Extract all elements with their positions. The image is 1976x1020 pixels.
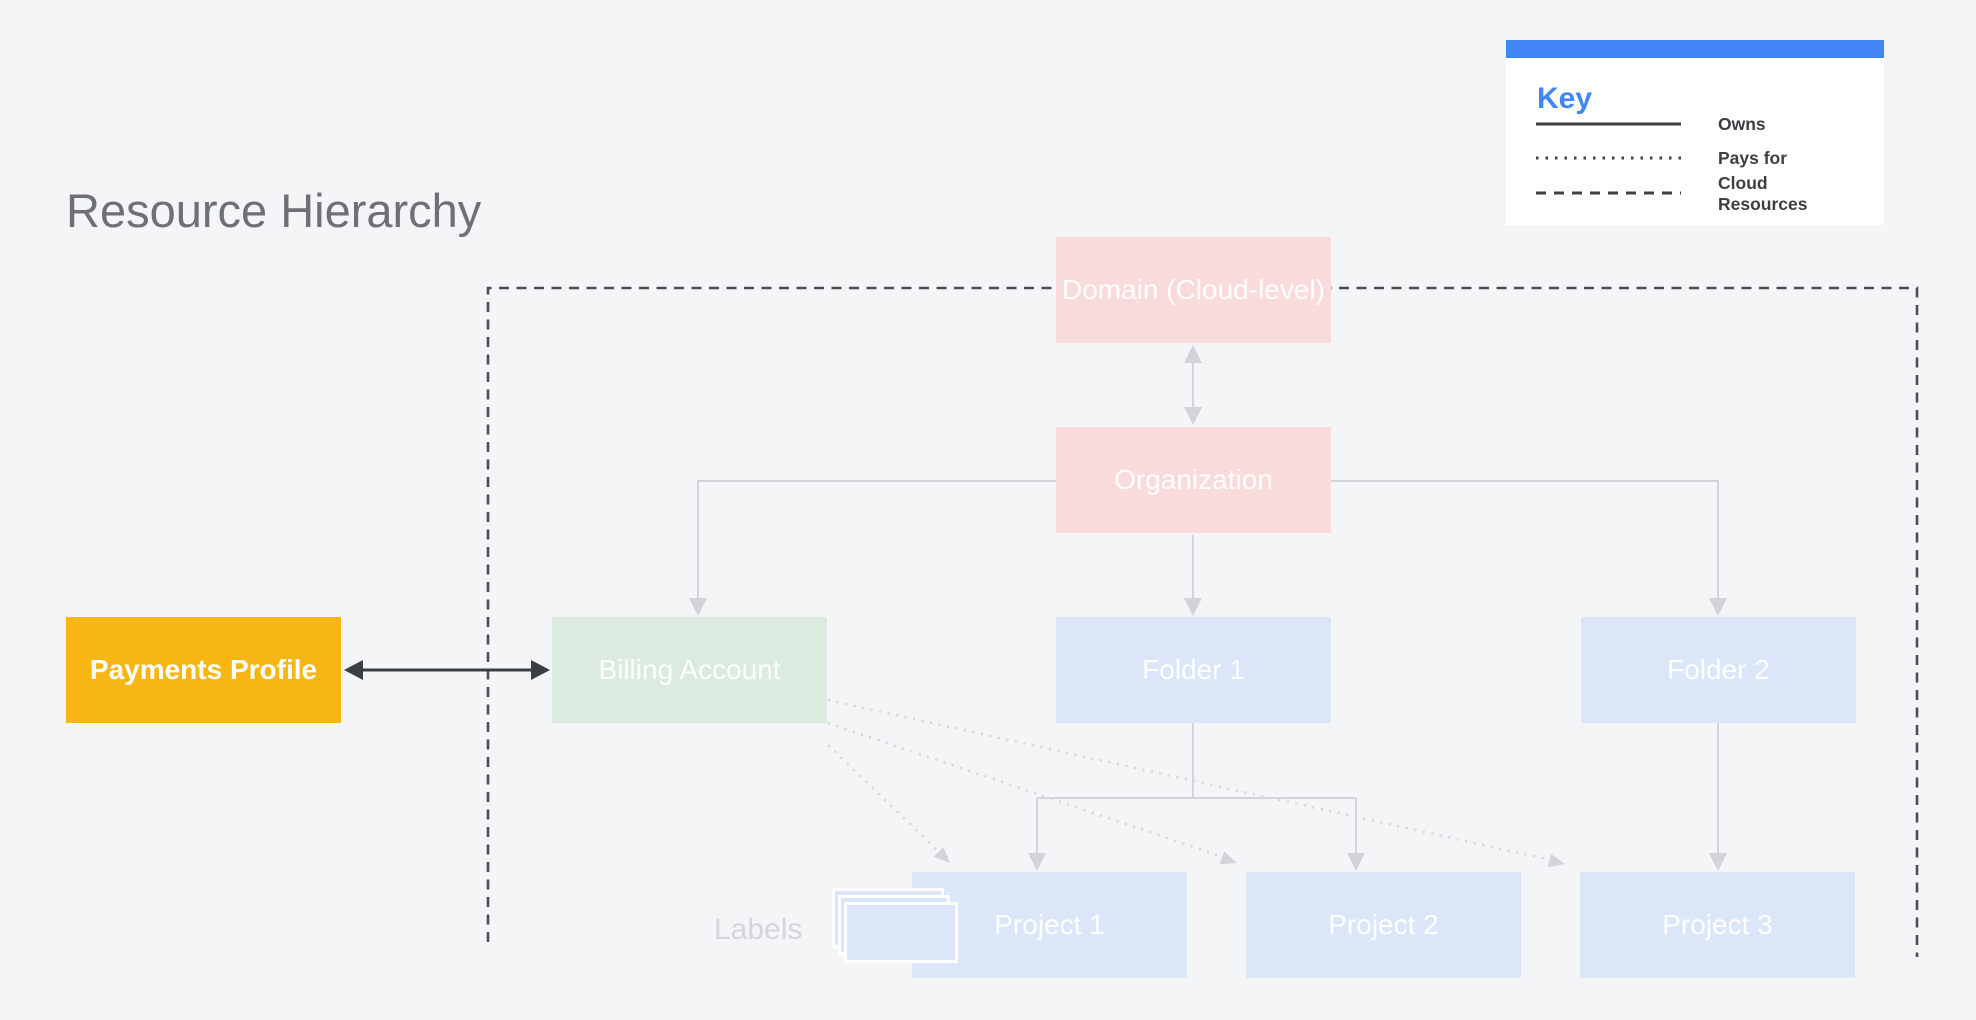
node-project-2: Project 2 (1246, 872, 1521, 978)
edge-organization-billing (689, 480, 1056, 616)
owns-connectors (689, 345, 1727, 871)
node-folder-2: Folder 2 (1581, 617, 1856, 723)
labels-caption: Labels (714, 913, 803, 946)
node-project-3: Project 3 (1580, 872, 1855, 978)
pays-for-connectors (827, 698, 1565, 868)
edge-folder1-projects (1028, 723, 1365, 871)
legend-label-cloud-resources: Cloud Resources (1718, 173, 1808, 214)
legend-dashed-line-icon (1536, 191, 1681, 195)
legend-accent-bar (1506, 40, 1884, 58)
labels-stacked-cards-icon (832, 888, 962, 968)
legend-dotted-line-icon (1536, 156, 1681, 160)
node-organization: Organization (1056, 427, 1331, 533)
label-card-front (844, 902, 958, 963)
legend-heading: Key (1537, 82, 1593, 115)
node-billing-account: Billing Account (552, 617, 827, 723)
node-folder-1: Folder 1 (1056, 617, 1331, 723)
edge-billing-project1-dotted (827, 744, 950, 863)
edge-organization-folder1 (1184, 535, 1202, 616)
legend-key-panel: Key Owns Pays for Cloud Resources (1506, 40, 1884, 225)
legend-label-pays-for: Pays for (1718, 148, 1788, 168)
legend-solid-line-icon (1536, 122, 1681, 126)
edge-billing-project2-dotted (827, 721, 1237, 865)
edge-folder2-project3 (1709, 723, 1727, 871)
edge-domain-organization (1184, 345, 1202, 425)
legend-label-owns: Owns (1718, 114, 1766, 134)
edge-organization-folder2 (1330, 480, 1727, 616)
edge-billing-project3-dotted (827, 698, 1565, 868)
page-title: Resource Hierarchy (66, 184, 482, 237)
node-payments-profile: Payments Profile (66, 617, 341, 723)
node-domain: Domain (Cloud-level) (1056, 237, 1331, 343)
edge-payments-billing-arrow (344, 660, 550, 680)
